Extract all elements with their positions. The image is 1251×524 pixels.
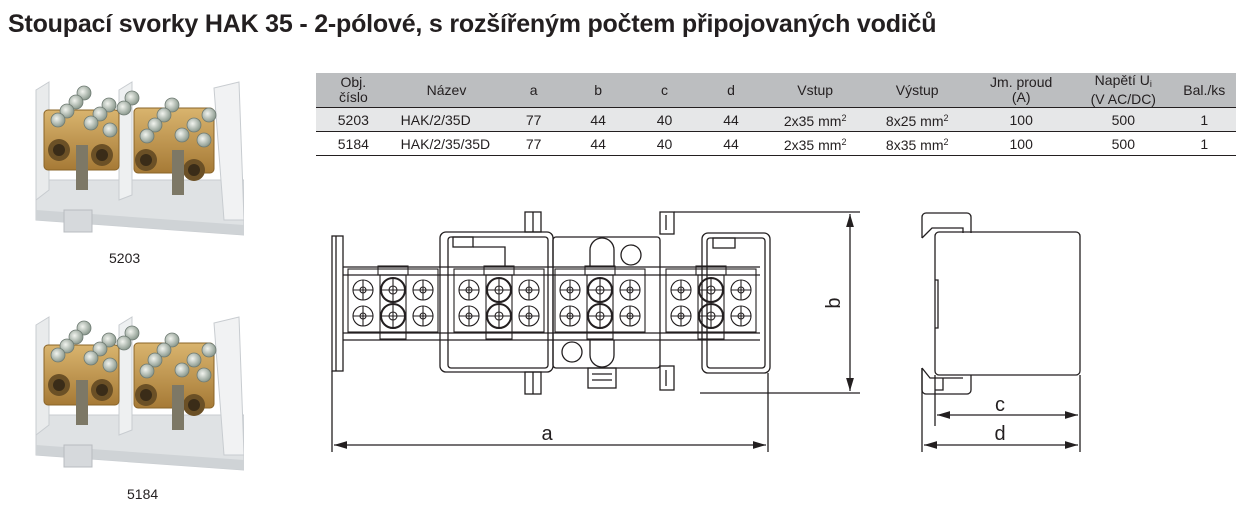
spec-table: Obj.číslo Název a b c d Vstup Výstup Jm.… xyxy=(316,73,1236,156)
cell-obj: 5203 xyxy=(316,107,391,132)
cell-bal: 1 xyxy=(1172,107,1236,132)
table-header-row: Obj.číslo Název a b c d Vstup Výstup Jm.… xyxy=(316,73,1236,108)
cell-d: 44 xyxy=(697,107,765,132)
col-header-bal: Bal./ks xyxy=(1172,73,1236,108)
cell-nazev: HAK/2/35D xyxy=(390,107,503,132)
col-header-proud: Jm. proud(A) xyxy=(968,73,1075,108)
dimension-d-label: d xyxy=(994,423,1005,445)
cell-a: 77 xyxy=(502,131,565,156)
cell-proud: 100 xyxy=(968,107,1075,132)
col-header-vystup: Výstup xyxy=(866,73,969,108)
cell-bal: 1 xyxy=(1172,131,1236,156)
dimension-c-label: c xyxy=(995,394,1005,416)
side-view-drawing: c d xyxy=(900,200,1100,465)
col-header-nazev: Název xyxy=(390,73,503,108)
cell-b: 44 xyxy=(564,107,632,132)
cell-nazev: HAK/2/35/35D xyxy=(390,131,503,156)
col-header-c: c xyxy=(631,73,698,108)
cell-vystup: 8x25 mm2 xyxy=(866,107,969,132)
cell-proud: 100 xyxy=(968,131,1075,156)
col-header-vstup: Vstup xyxy=(764,73,867,108)
page-title: Stoupací svorky HAK 35 - 2-pólové, s roz… xyxy=(8,10,937,38)
product-code-label: 5184 xyxy=(127,486,159,502)
cell-napeti: 500 xyxy=(1074,131,1173,156)
product-photo-5184 xyxy=(14,305,244,480)
product-code-label: 5203 xyxy=(109,250,141,266)
cell-obj: 5184 xyxy=(316,131,391,156)
col-header-b: b xyxy=(564,73,632,108)
cell-c: 40 xyxy=(631,131,698,156)
col-header-napeti: Napětí Ui(V AC/DC) xyxy=(1074,73,1173,108)
table-row: 5184 HAK/2/35/35D 77 44 40 44 2x35 mm2 8… xyxy=(316,131,1236,156)
cell-c: 40 xyxy=(631,107,698,132)
col-header-obj: Obj.číslo xyxy=(316,73,391,108)
cell-b: 44 xyxy=(564,131,632,156)
cell-a: 77 xyxy=(502,107,565,132)
col-header-a: a xyxy=(502,73,565,108)
terminal-group xyxy=(347,265,439,340)
cell-vstup: 2x35 mm2 xyxy=(764,107,867,132)
dimension-b-label: b xyxy=(823,297,845,308)
product-photo-5203 xyxy=(14,70,244,245)
dimension-a-label: a xyxy=(541,423,553,445)
cell-vystup: 8x35 mm2 xyxy=(866,131,969,156)
table-row: 5203 HAK/2/35D 77 44 40 44 2x35 mm2 8x25… xyxy=(316,107,1236,132)
cell-d: 44 xyxy=(697,131,765,156)
front-view-drawing: b a xyxy=(320,200,880,465)
cell-napeti: 500 xyxy=(1074,107,1173,132)
cell-vstup: 2x35 mm2 xyxy=(764,131,867,156)
col-header-d: d xyxy=(697,73,765,108)
